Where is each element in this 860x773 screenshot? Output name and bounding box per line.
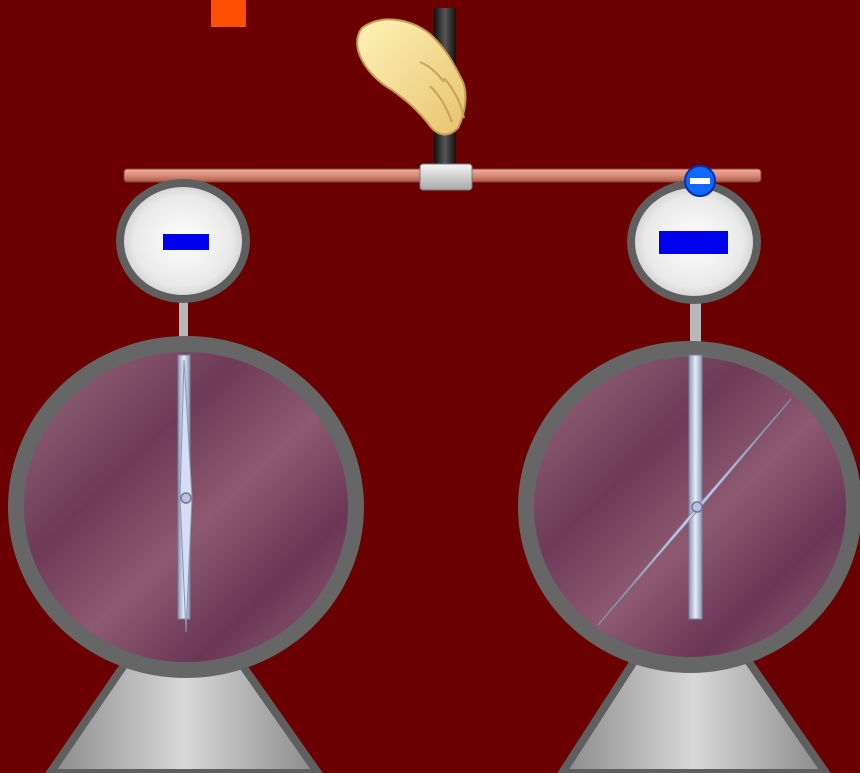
hand-icon <box>356 18 467 136</box>
right-electrode <box>688 354 703 620</box>
right-pivot <box>691 501 703 513</box>
top-marker <box>211 0 246 27</box>
left-pivot <box>180 492 192 504</box>
rod-clamp <box>419 163 473 191</box>
right-electroscope <box>518 180 860 773</box>
left-stem-rod <box>179 292 188 352</box>
right-stem-rod <box>690 292 701 352</box>
negative-charge-icon <box>684 165 716 197</box>
left-electroscope <box>8 179 364 773</box>
left-negative-charge-bar <box>163 234 209 250</box>
right-negative-charge-bar <box>659 231 728 254</box>
